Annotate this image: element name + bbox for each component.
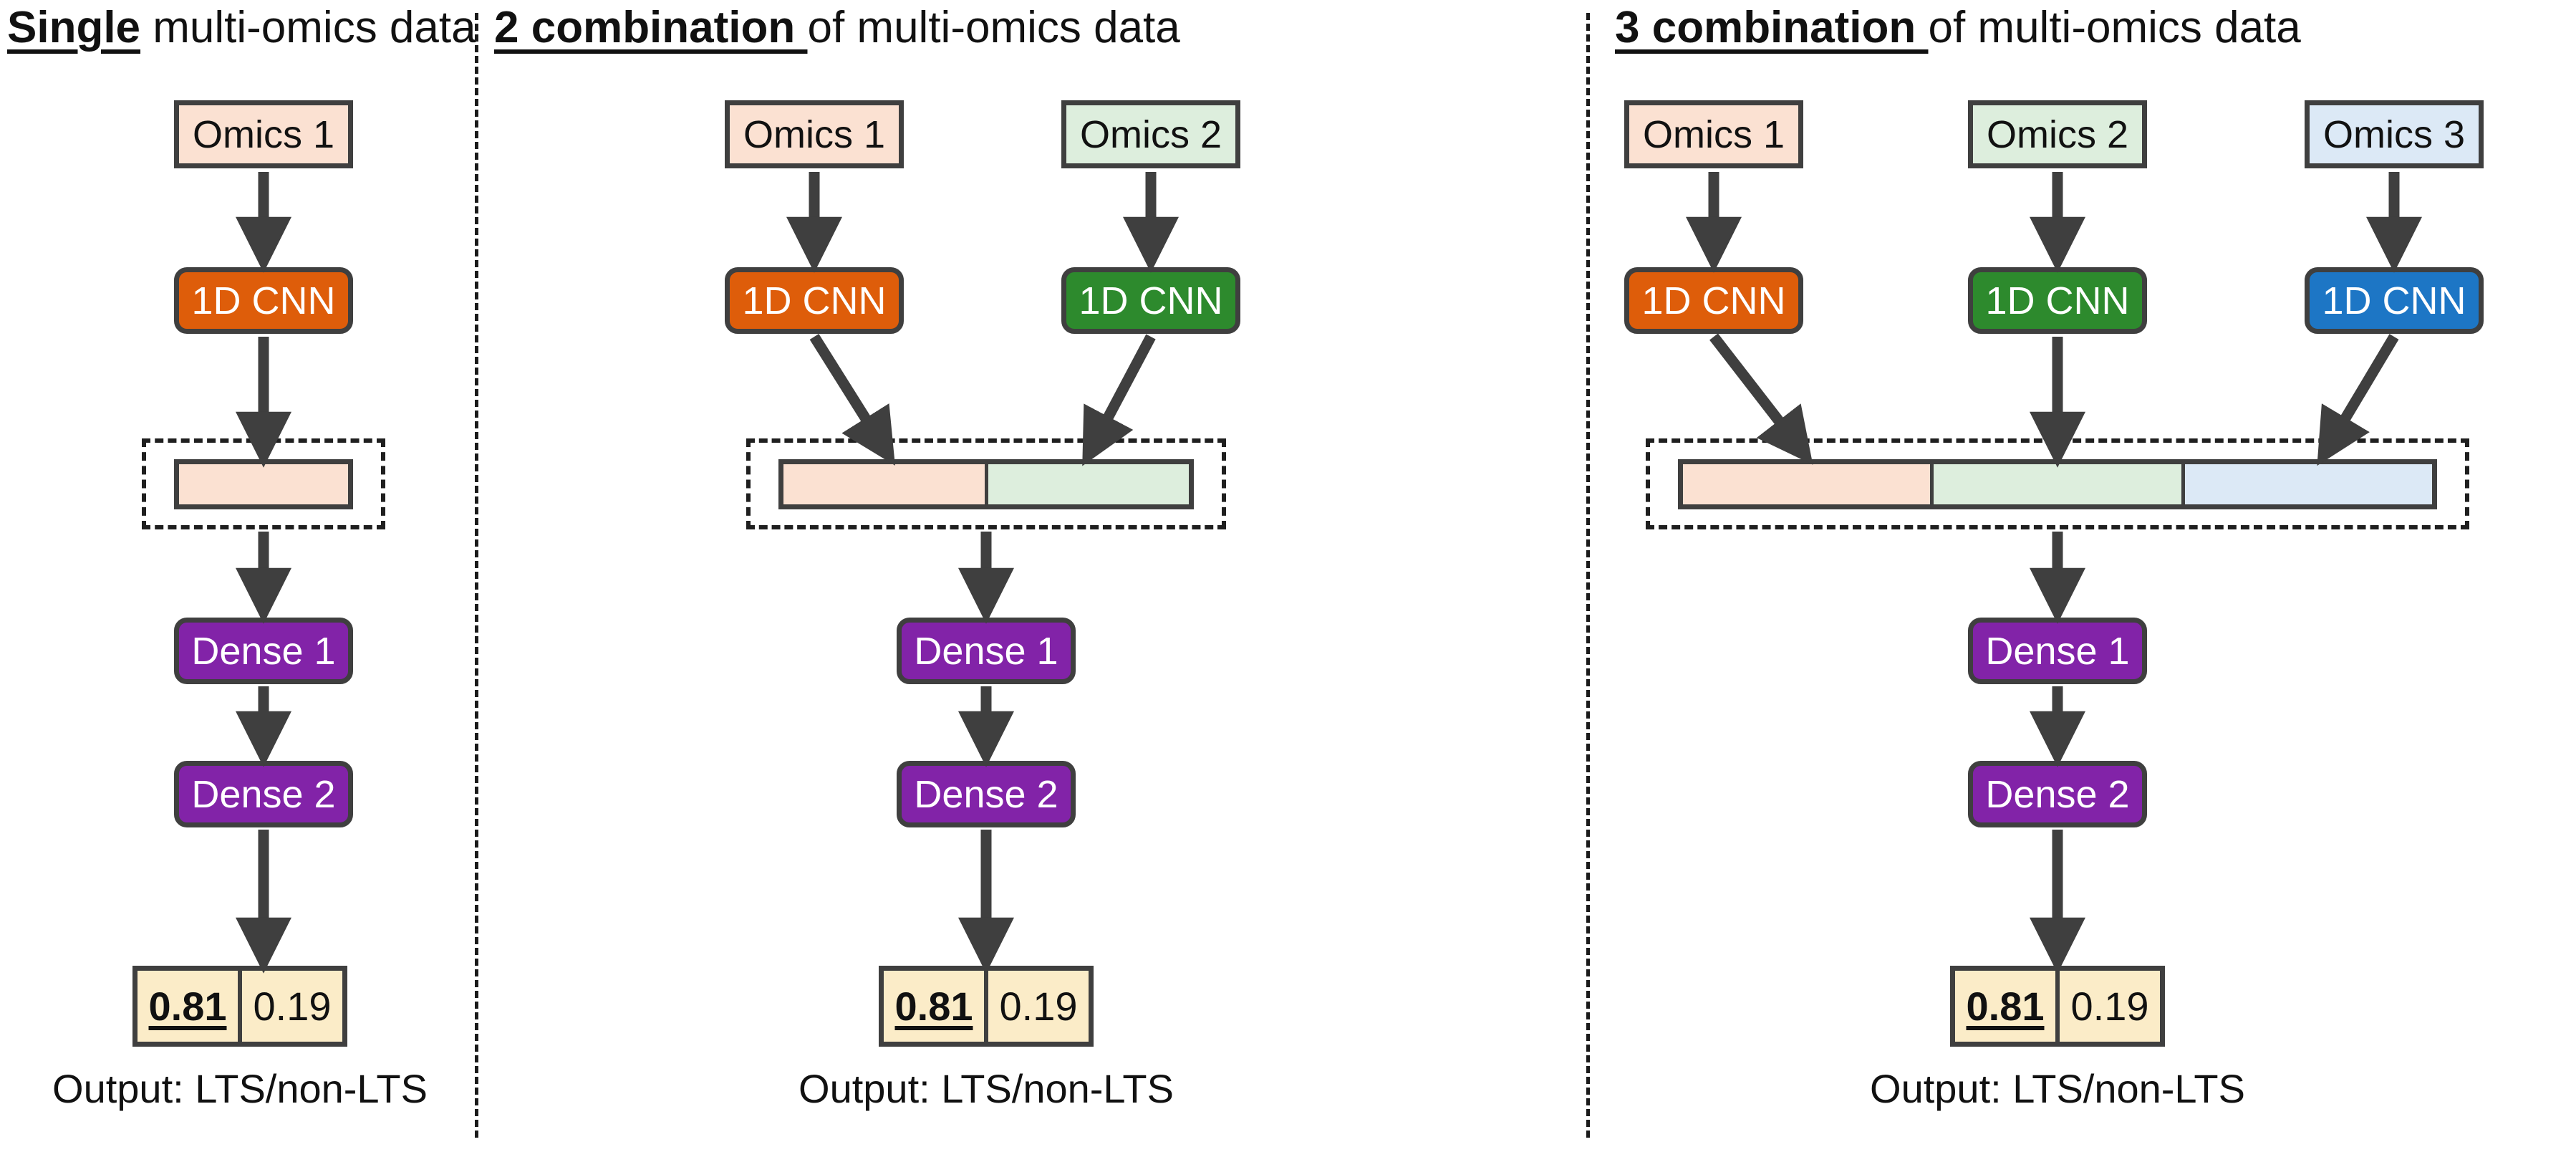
panel-title-single: Single multi-omics data (7, 6, 476, 50)
output-cell-value: 0.19 (253, 983, 332, 1029)
panel-title-rest: multi-omics data (140, 3, 476, 52)
output-cell-value: 0.19 (2070, 983, 2149, 1029)
dense-box-label: Dense 2 (1985, 772, 2130, 816)
dense-box-2-2[interactable]: Dense 2 (897, 761, 1076, 827)
dense-box-label: Dense 1 (1985, 629, 2130, 673)
cnn-box-2-1[interactable]: 1D CNN (725, 267, 904, 334)
cnn-box-3-3[interactable]: 1D CNN (2305, 267, 2484, 334)
feature-segment (783, 464, 985, 504)
omics-box-label: Omics 3 (2322, 112, 2466, 156)
output-cell-non-lts: 0.19 (2055, 971, 2160, 1042)
cnn-box-label: 1D CNN (742, 279, 887, 322)
panel-divider-1 (475, 13, 478, 1138)
dense-box-label: Dense 2 (914, 772, 1058, 816)
feature-segment (179, 464, 348, 504)
arrow-cnn2-1-to-concat2 (809, 334, 895, 466)
cnn-box-label: 1D CNN (2322, 279, 2466, 322)
dense-box-label: Dense 1 (191, 629, 336, 673)
panel-title-rest: of multi-omics data (1928, 3, 2301, 52)
omics-box-3-3[interactable]: Omics 3 (2305, 100, 2484, 168)
omics-box-2-1[interactable]: Omics 1 (725, 100, 904, 168)
panel-title-rest: of multi-omics data (807, 3, 1180, 52)
cnn-box-label: 1D CNN (1985, 279, 2130, 322)
arrow-cnn2-2-to-concat2 (1082, 334, 1156, 466)
output-probability-box-2[interactable]: 0.81 0.19 (879, 966, 1094, 1047)
feature-bar-3[interactable] (1678, 459, 2437, 509)
output-cell-lts: 0.81 (884, 971, 984, 1042)
output-cell-non-lts: 0.19 (984, 971, 1089, 1042)
omics-box-2-2[interactable]: Omics 2 (1061, 100, 1240, 168)
output-cell-value: 0.81 (1966, 983, 2045, 1029)
output-cell-non-lts: 0.19 (238, 971, 342, 1042)
panel-divider-2 (1586, 13, 1590, 1138)
omics-box-label: Omics 2 (1079, 112, 1222, 156)
dense-box-1-2[interactable]: Dense 2 (174, 761, 353, 827)
omics-box-label: Omics 1 (743, 112, 886, 156)
concat-container-2 (746, 438, 1226, 529)
feature-bar-2[interactable] (778, 459, 1194, 509)
arrow-cnn3-1-to-concat3 (1709, 333, 1813, 465)
cnn-box-label: 1D CNN (1079, 279, 1223, 322)
dense-box-label: Dense 1 (914, 629, 1058, 673)
feature-segment (1930, 464, 2181, 504)
cnn-box-3-1[interactable]: 1D CNN (1624, 267, 1803, 334)
output-probability-box-3[interactable]: 0.81 0.19 (1950, 966, 2165, 1047)
panel-title-emphasis: 3 combination (1615, 3, 1929, 52)
feature-segment (984, 464, 1189, 504)
cnn-box-2-2[interactable]: 1D CNN (1061, 267, 1240, 334)
dense-box-label: Dense 2 (191, 772, 336, 816)
output-cell-value: 0.81 (894, 983, 973, 1029)
omics-box-label: Omics 1 (192, 112, 335, 156)
panel-title-three-combination: 3 combination of multi-omics data (1615, 6, 2301, 50)
feature-bar-1[interactable] (174, 459, 353, 509)
feature-segment (2181, 464, 2432, 504)
omics-box-3-2[interactable]: Omics 2 (1968, 100, 2147, 168)
cnn-box-1[interactable]: 1D CNN (174, 267, 353, 334)
dense-box-1-1[interactable]: Dense 1 (174, 618, 353, 684)
output-cell-lts: 0.81 (138, 971, 238, 1042)
dense-box-3-2[interactable]: Dense 2 (1968, 761, 2147, 827)
output-cell-lts: 0.81 (1955, 971, 2055, 1042)
output-caption-2: Output: LTS/non-LTS (799, 1066, 1174, 1111)
output-probability-box-1[interactable]: 0.81 0.19 (132, 966, 347, 1047)
cnn-box-label: 1D CNN (1641, 279, 1786, 322)
panel-title-emphasis: Single (7, 3, 141, 52)
omics-box-label: Omics 1 (1642, 112, 1785, 156)
panel-title-emphasis: 2 combination (494, 3, 808, 52)
output-cell-value: 0.19 (999, 983, 1078, 1029)
cnn-box-label: 1D CNN (191, 279, 336, 322)
arrow-cnn3-3-to-concat3 (2317, 334, 2399, 466)
dense-box-2-1[interactable]: Dense 1 (897, 618, 1076, 684)
omics-box-1[interactable]: Omics 1 (174, 100, 353, 168)
feature-segment (1683, 464, 1931, 504)
omics-box-label: Omics 2 (1986, 112, 2129, 156)
cnn-box-3-2[interactable]: 1D CNN (1968, 267, 2147, 334)
omics-box-3-1[interactable]: Omics 1 (1624, 100, 1803, 168)
output-caption-3: Output: LTS/non-LTS (1870, 1066, 2245, 1111)
dense-box-3-1[interactable]: Dense 1 (1968, 618, 2147, 684)
panel-title-two-combination: 2 combination of multi-omics data (494, 6, 1180, 50)
output-cell-value: 0.81 (148, 983, 227, 1029)
output-caption-1: Output: LTS/non-LTS (52, 1066, 428, 1111)
